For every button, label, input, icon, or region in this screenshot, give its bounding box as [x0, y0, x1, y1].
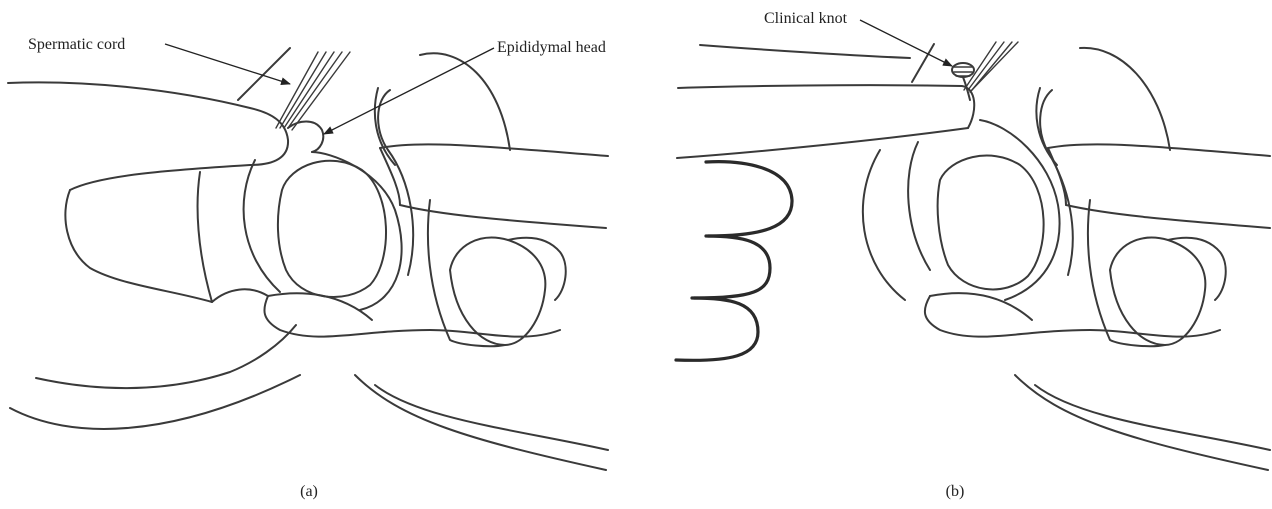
label-spermatic-cord: Spermatic cord	[28, 36, 125, 53]
panel-a: Spermatic cord Epididymal head (a)	[8, 36, 608, 500]
spermatic-cord-leader	[165, 44, 290, 84]
panel-b: Clinical knot (b)	[676, 10, 1270, 500]
panel-a-illustration	[8, 48, 608, 470]
caption-b: (b)	[946, 483, 965, 500]
panel-b-illustration	[676, 42, 1270, 470]
clinical-knot-leader	[860, 20, 952, 66]
label-epididymal-head: Epididymal head	[497, 39, 606, 56]
epididymal-head-leader	[324, 48, 494, 134]
label-clinical-knot: Clinical knot	[764, 10, 848, 27]
caption-a: (a)	[300, 483, 318, 500]
clinical-knot-coil	[952, 63, 974, 77]
